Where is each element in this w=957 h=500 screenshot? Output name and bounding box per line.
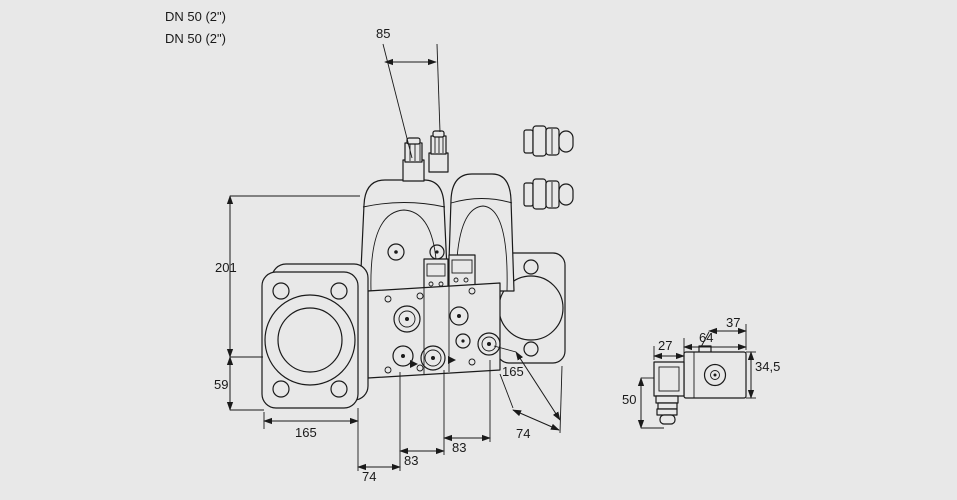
dim-37-label: 37 <box>726 315 740 330</box>
dim-165-left-label: 165 <box>295 425 317 440</box>
pressure-switch <box>653 345 747 425</box>
nominal-size-label-1: DN 50 (2") <box>165 9 226 24</box>
dim-27: 27 <box>653 338 685 360</box>
bolt-hole <box>330 380 348 398</box>
dim-85: 85 <box>376 26 441 159</box>
dim-34-5-label: 34,5 <box>755 359 780 374</box>
bolt-hole <box>330 282 348 300</box>
port-1 <box>393 305 421 333</box>
dim-74-bottom: 74 <box>357 372 401 484</box>
dim-165-right: 165 <box>493 345 563 434</box>
dim-37: 37 <box>700 315 747 348</box>
dim-34-5: 34,5 <box>746 351 780 399</box>
port-2 <box>392 345 414 367</box>
dim-165-right-label: 165 <box>502 364 524 379</box>
dim-59-label: 59 <box>214 377 228 392</box>
dim-83-a: 83 <box>399 370 445 468</box>
flow-arrow-1 <box>410 360 418 368</box>
dim-74-bottom-label: 74 <box>362 469 376 484</box>
valve-body <box>367 282 501 379</box>
left-flange <box>261 263 369 409</box>
dim-83-b-label: 83 <box>452 440 466 455</box>
dim-74-right-label: 74 <box>516 426 530 441</box>
bolt-hole <box>272 380 290 398</box>
dim-50-label: 50 <box>622 392 636 407</box>
bolt-hole <box>272 282 290 300</box>
dim-83-a-label: 83 <box>404 453 418 468</box>
switch-gland <box>655 395 679 404</box>
actuator-screw-left <box>387 243 405 261</box>
switch-port <box>703 363 727 387</box>
dim-201: 201 <box>215 195 360 358</box>
nominal-size-label-2: DN 50 (2") <box>165 31 226 46</box>
fitting-lower <box>523 178 574 210</box>
port-3 <box>420 345 446 371</box>
flow-arrow-2 <box>448 356 456 364</box>
dim-74-right: 74 <box>499 373 560 441</box>
dim-165-left: 165 <box>263 408 359 471</box>
port-4 <box>449 306 469 326</box>
dim-83-b: 83 <box>443 360 491 455</box>
flange-bore-inner <box>277 307 343 373</box>
dim-27-label: 27 <box>658 338 672 353</box>
dim-59: 59 <box>214 356 264 411</box>
dim-85-label: 85 <box>376 26 390 41</box>
port-5 <box>455 333 471 349</box>
fitting-upper <box>523 125 574 157</box>
right-actuator-cap <box>428 130 449 173</box>
left-actuator-cap <box>402 137 425 182</box>
flange-bore-outer <box>264 294 356 386</box>
port-6 <box>477 332 501 356</box>
dim-50: 50 <box>622 377 664 429</box>
dim-201-label: 201 <box>215 260 237 275</box>
